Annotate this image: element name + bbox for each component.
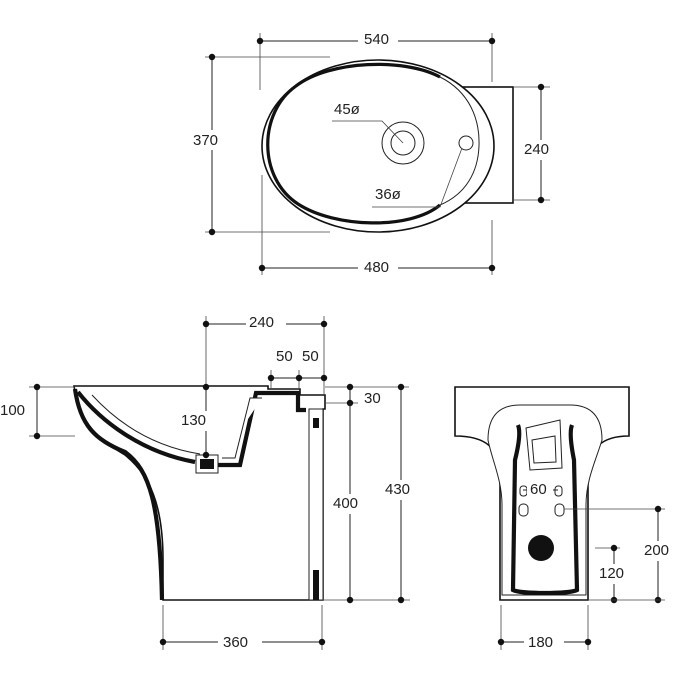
side-front-lip [72,388,165,601]
dim-480-label: 480 [364,259,389,276]
side-view: 240 50 50 30 100 130 400 430 360 [0,313,418,652]
dim-50a-label: 50 [276,348,293,365]
top-view: 540 370 240 480 45ø 36ø [190,30,561,278]
dim-240-side-label: 240 [249,314,274,331]
waste-outlet [528,535,554,561]
tap-hole-label: 45ø [334,101,360,118]
side-bowl-inner [91,394,201,455]
dim-370-label: 370 [193,132,218,149]
bolt-hole-lower-left [518,503,529,517]
dim-50b-label: 50 [302,348,319,365]
tap-leader [332,120,404,144]
side-bowl [76,390,196,465]
dim-240-plan-label: 240 [524,141,549,158]
dim-120-label: 120 [599,565,624,582]
dim-540-label: 540 [364,31,389,48]
side-back-wall-inner [222,397,262,459]
dim-400-label: 400 [333,495,358,512]
overflow-leader [372,147,463,208]
overflow-hole-label: 36ø [375,186,401,203]
rear-view: 60 200 120 180 [454,386,680,652]
side-back-wall [218,390,306,468]
dim-130-label: 130 [181,412,206,429]
top-bowl-outer [261,59,495,233]
dim-430-label: 430 [385,481,410,498]
bolt-hole-upper-right [554,485,563,497]
top-bowl-inner [266,62,442,225]
dim-200-label: 200 [644,542,669,559]
dim-100-label: 100 [0,402,25,419]
dim-30-label: 30 [364,390,381,407]
dim-360-label: 360 [223,634,248,651]
bolt-hole-upper-left [519,485,528,497]
overflow-hole [458,135,474,151]
dim-60-label: 60 [530,481,547,498]
bolt-hole-lower-right [554,503,565,517]
rear-pedestal [510,424,580,596]
dim-180-label: 180 [528,634,553,651]
rear-trap-inner [531,435,557,464]
